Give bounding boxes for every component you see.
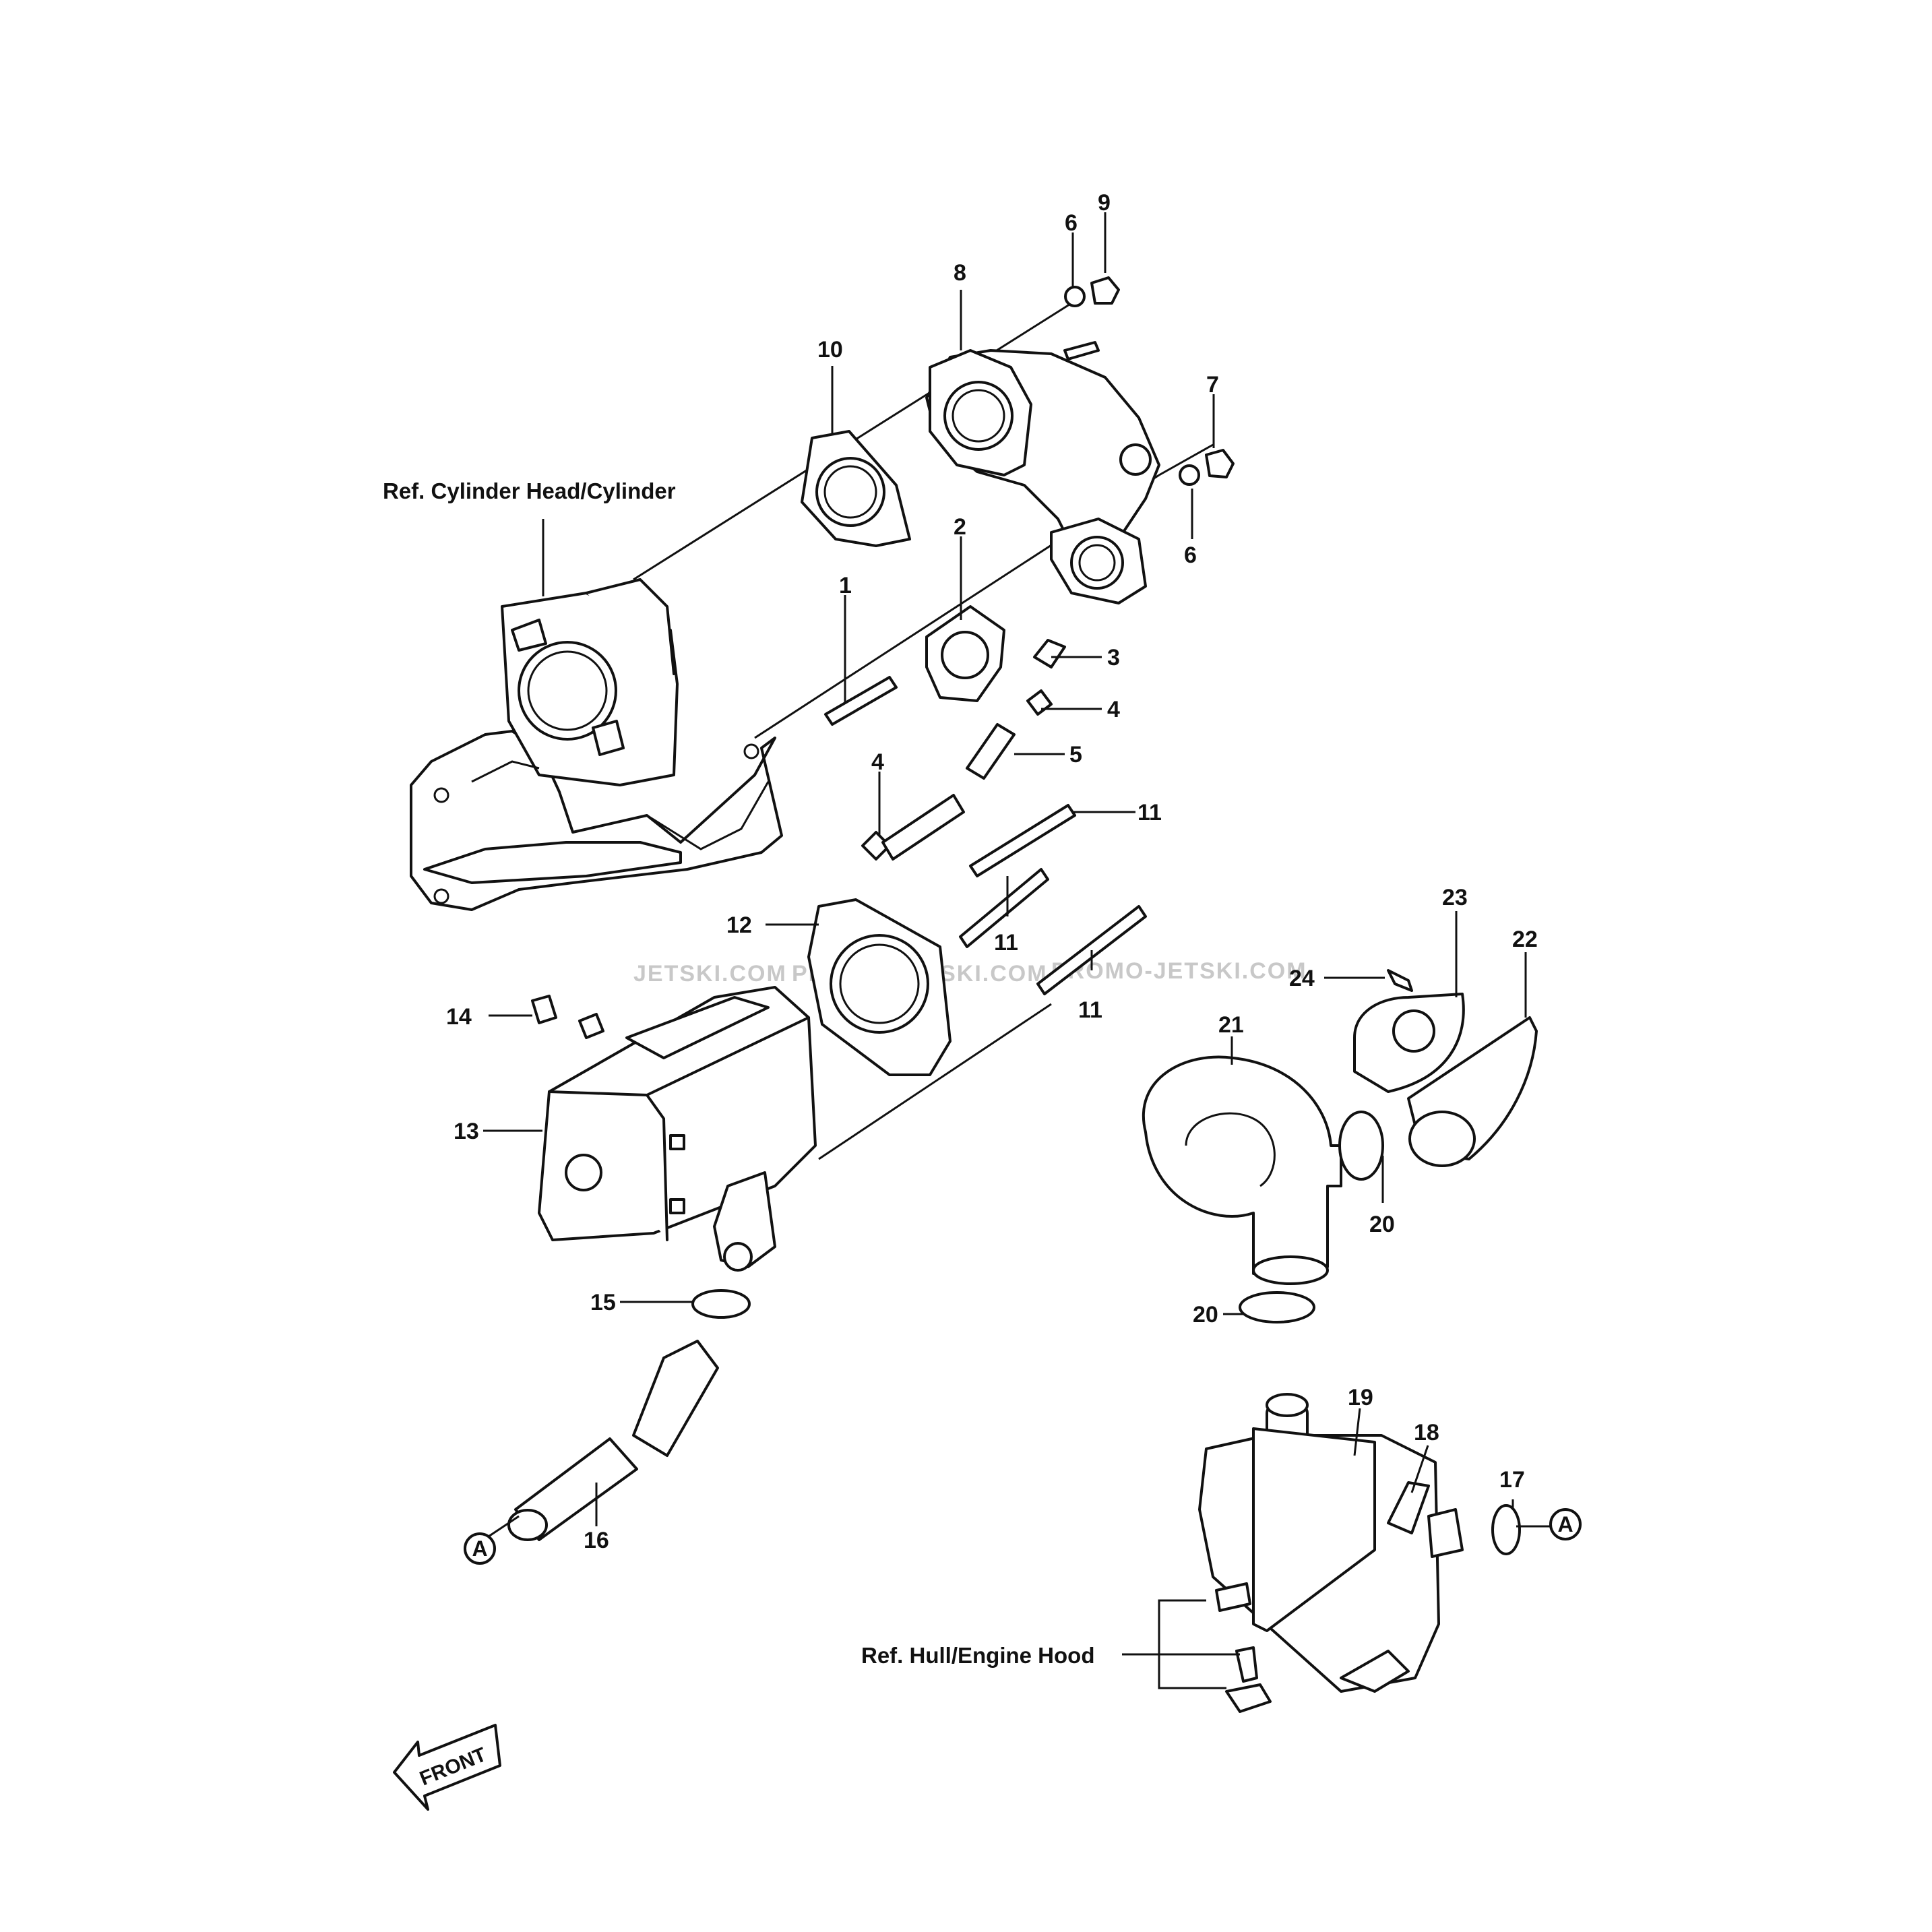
callout-4-right: 4 — [1107, 697, 1120, 722]
callout-5: 5 — [1069, 742, 1082, 768]
callout-8: 8 — [954, 260, 966, 286]
rivet-part-24 — [1387, 969, 1413, 992]
exhaust-manifold — [410, 578, 783, 911]
reference-labels: Ref. Cylinder Head/Cylinder Ref. Hull/En… — [383, 478, 1094, 1668]
mount-bolts — [1225, 1646, 1272, 1713]
connector-a-right-label: A — [1557, 1512, 1573, 1536]
callout-6-top: 6 — [1065, 210, 1078, 236]
callout-11-b: 11 — [994, 930, 1018, 956]
mount-part-22 — [1407, 1016, 1538, 1167]
callout-7: 7 — [1206, 372, 1219, 398]
hose-clamps — [1239, 1111, 1521, 1555]
callout-labels: 1 2 3 4 4 5 6 6 7 8 9 10 11 11 11 11 12 … — [446, 190, 1538, 1553]
connector-a-left-label: A — [472, 1536, 487, 1561]
connector-a-left — [464, 1532, 496, 1565]
front-arrow: FRONT — [393, 1724, 501, 1811]
callout-20-lower: 20 — [1193, 1302, 1218, 1328]
callout-12: 12 — [726, 912, 752, 938]
callout-20-upper: 20 — [1369, 1212, 1395, 1237]
callout-10: 10 — [817, 337, 843, 363]
muffler-part-18 — [1198, 1393, 1464, 1693]
callout-3: 3 — [1107, 645, 1120, 671]
callout-13: 13 — [454, 1119, 479, 1144]
hose-fittings — [861, 639, 1066, 861]
callout-11-a: 11 — [1138, 800, 1162, 825]
callout-6-right: 6 — [1184, 542, 1197, 568]
gasket-part-2 — [925, 605, 1005, 702]
callout-19: 19 — [1348, 1385, 1373, 1410]
watermark-text-1: JETSKI.COM — [633, 961, 787, 987]
connector-marks: A A — [464, 1508, 1582, 1565]
cover-part-23 — [1353, 993, 1465, 1093]
callout-14: 14 — [446, 1004, 472, 1030]
ref-cylinder-label: Ref. Cylinder Head/Cylinder — [383, 478, 676, 503]
plug-part-14 — [531, 995, 557, 1024]
callout-21: 21 — [1218, 1012, 1244, 1038]
callout-11-c: 11 — [1078, 997, 1102, 1023]
gasket-part-10 — [801, 430, 911, 547]
connector-a-right — [1549, 1508, 1582, 1540]
callout-1: 1 — [839, 573, 852, 598]
callout-4-left: 4 — [871, 749, 884, 775]
elbow-pipe-part-21 — [1142, 1055, 1342, 1285]
callout-17: 17 — [1499, 1467, 1525, 1493]
callout-2: 2 — [954, 514, 966, 540]
ref-hull-label: Ref. Hull/Engine Hood — [861, 1643, 1094, 1668]
watermark: JETSKI.COM PROMO-JETSKI.COM PROMO-JETSKI… — [633, 958, 1307, 987]
water-box-part-13 — [538, 986, 817, 1272]
watermark-text-3: PROMO-JETSKI.COM — [1051, 958, 1307, 984]
callout-22: 22 — [1512, 927, 1538, 952]
leader-lines — [483, 212, 1550, 1689]
hose-part-16 — [507, 1289, 751, 1541]
gasket-part-12 — [807, 898, 952, 1076]
callout-24: 24 — [1289, 966, 1315, 991]
exhaust-pipe-part-8 — [925, 341, 1160, 604]
callout-15: 15 — [590, 1290, 616, 1315]
callout-23: 23 — [1442, 885, 1468, 910]
callout-9: 9 — [1098, 190, 1111, 216]
callout-16: 16 — [584, 1528, 609, 1553]
callout-18: 18 — [1414, 1420, 1439, 1445]
nuts-and-washers — [1064, 276, 1235, 486]
